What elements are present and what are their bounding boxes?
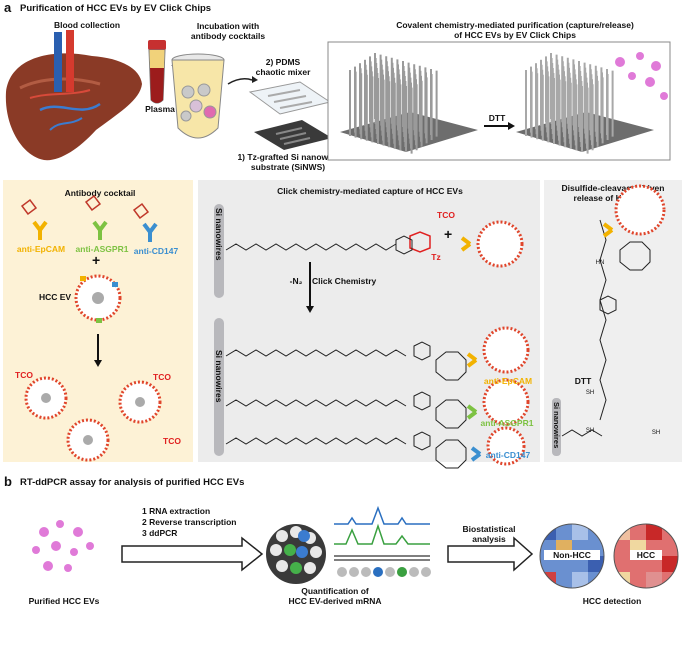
anti-epcam-label: anti-EpCAM <box>16 244 66 254</box>
sh-label-1: SH <box>585 390 595 396</box>
si-nanowire-pillar-top <box>214 204 224 298</box>
n2-label: -N₂ <box>289 276 303 286</box>
plus-sign: + <box>92 252 101 268</box>
si-nanowire-pillar-bottom <box>214 318 224 456</box>
droplet-circle <box>266 524 326 584</box>
liver-illustration <box>5 30 143 161</box>
si-nanowires-label-right: Si nanowires <box>552 402 561 449</box>
panel-a-title: Purification of HCC EVs by EV Click Chip… <box>20 3 212 14</box>
top-illustrations <box>5 30 671 161</box>
release-nanowires <box>516 53 654 154</box>
process-arrow <box>121 536 264 572</box>
sinws-substrate <box>254 120 332 150</box>
pdms-label-2: chaotic mixer <box>255 67 311 77</box>
purified-label: Purified HCC EVs <box>28 596 100 606</box>
ev-cores <box>41 393 145 445</box>
anti-cd147-click-label: anti-CD147 <box>485 450 531 460</box>
labeled-evs <box>24 376 162 462</box>
dtt-arrow-label: DTT <box>488 113 506 123</box>
si-nanowires-label-bottom: Si nanowires <box>214 350 224 403</box>
incubation-tube <box>171 53 225 139</box>
mixer-arrow <box>227 78 253 85</box>
asgpr1-antibody <box>84 194 108 240</box>
plasma-label: Plasma <box>145 104 175 114</box>
released-evs <box>615 52 668 100</box>
sh-label-3: SH <box>651 430 661 436</box>
anti-asgpr1-click-label: anti-ASGPR1 <box>480 418 534 428</box>
tz-label: Tz <box>431 252 441 262</box>
tco-label-2: TCO <box>153 372 171 382</box>
click-panel-bg <box>198 180 540 462</box>
siwns-label-2: substrate (SiNWS) <box>250 162 326 172</box>
antibody-cocktail-title: Antibody cocktail <box>64 188 136 198</box>
si-nanowire-pillar-right <box>552 398 561 456</box>
hcc-ev <box>74 274 122 323</box>
incubation-label-2: antibody cocktails <box>190 31 266 41</box>
anti-asgpr1-label: anti-ASGPR1 <box>75 244 129 254</box>
click-antibodies <box>460 222 614 462</box>
anti-cd147-label: anti-CD147 <box>133 246 179 256</box>
benzene-rings <box>395 235 617 451</box>
hcc-label: HCC <box>630 550 662 560</box>
cyclooctene-rings <box>435 241 651 469</box>
plasma-tube <box>148 40 166 104</box>
ddpcr-traces <box>334 505 430 561</box>
tco-label-3: TCO <box>163 436 181 446</box>
step-1: 1 RNA extraction <box>142 506 211 516</box>
tco-label-click: TCO <box>437 210 455 220</box>
click-chem-title: Click chemistry-mediated capture of HCC … <box>277 186 463 196</box>
click-panel-evs <box>476 184 666 466</box>
pdms-mixer <box>248 81 332 115</box>
panel-b-letter: b <box>4 474 12 489</box>
incubation-label-1: Incubation with <box>196 21 260 31</box>
ddpcr-droplets <box>337 567 431 577</box>
linker-chains <box>225 219 607 445</box>
purified-evs <box>32 520 94 572</box>
step-3: 3 ddPCR <box>142 528 178 538</box>
release-title-2: release of HCC EVs <box>573 193 653 203</box>
hn-label: HN <box>595 260 605 266</box>
tetrazine-ring <box>409 231 431 253</box>
biostat-label-1: Biostatistical <box>462 524 516 534</box>
release-title-1: Disulfide-cleavage-driven <box>561 183 665 193</box>
click-chem-label: Click Chemistry <box>312 276 377 286</box>
tco-label-1: TCO <box>15 370 33 380</box>
covalent-label-1: Covalent chemistry-mediated purification… <box>396 20 634 30</box>
epcam-antibody <box>20 198 48 240</box>
panel-a-letter: a <box>4 0 12 15</box>
dtt-label-release: DTT <box>574 376 592 386</box>
si-nanowires-label-top: Si nanowires <box>214 208 224 261</box>
panel-b-illustrations <box>32 505 679 589</box>
quant-label-1: Quantification of <box>301 586 369 596</box>
anti-epcam-click-label: anti-EpCAM <box>483 376 533 386</box>
quant-label-2: HCC EV-derived mRNA <box>288 596 382 606</box>
pdms-label-1: 2) PDMS <box>265 57 301 67</box>
sh-label-2: SH <box>585 428 595 434</box>
biostat-arrow <box>447 536 534 572</box>
middle-illustrations <box>20 184 666 469</box>
plus-sign-click: + <box>444 226 453 242</box>
panel-b-title: RT-ddPCR assay for analysis of purified … <box>20 477 245 488</box>
cd147-antibody <box>132 202 158 242</box>
biostat-label-2: analysis <box>472 534 506 544</box>
non-hcc-label: Non-HCC <box>544 550 600 560</box>
step-2: 2 Reverse transcription <box>142 517 237 527</box>
hcc-ev-label: HCC EV <box>38 292 72 302</box>
covalent-label-2: of HCC EVs by EV Click Chips <box>454 30 576 40</box>
blood-collection-label: Blood collection <box>53 20 121 30</box>
siwns-label-1: 1) Tz-grafted Si nanowire <box>237 152 339 162</box>
hcc-detection-label: HCC detection <box>582 596 642 606</box>
capture-nanowires <box>340 53 478 154</box>
